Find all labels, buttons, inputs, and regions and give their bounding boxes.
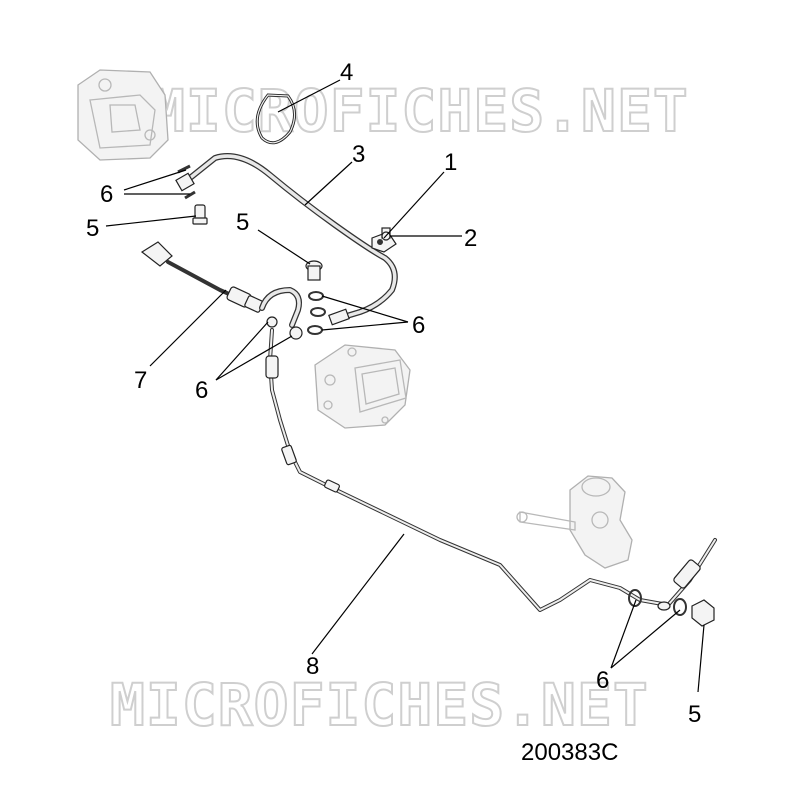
part-6-washers-c [628,589,687,616]
part-5-bolt-c [691,599,715,627]
callout-5-bottom: 5 [688,701,701,728]
callout-6-lower-left: 6 [195,377,208,404]
part-8-brake-line [265,328,717,612]
callout-5-middle: 5 [236,209,249,236]
callout-5-top-left: 5 [86,215,99,242]
callout-7: 7 [134,367,147,394]
part-6-washers-b [307,291,326,335]
callout-6-top: 6 [100,181,113,208]
part-mid-hose [259,287,303,340]
callout-1: 1 [444,149,457,176]
callout-2: 2 [464,225,477,252]
callout-4: 4 [340,59,353,86]
callout-3: 3 [352,141,365,168]
part-4-clamp [255,93,296,145]
part-7-sensor [140,241,264,313]
watermark-top: MICROFICHES.NET [150,77,689,145]
drawing-code: 200383C [521,739,618,766]
callout-8: 8 [306,653,319,680]
ghost-master-cylinder [516,475,633,569]
callout-6-bottom: 6 [596,667,609,694]
part-2-bolt [381,227,391,241]
ghost-abs-module [314,344,411,429]
watermark-bottom: MICROFICHES.NET [110,671,649,739]
part-3-upper-hose [175,153,398,326]
part-5-bolt-a [192,204,208,225]
leader-lines [105,79,705,693]
part-5-bolt-b [305,260,323,281]
part-6-washers-a [177,164,196,200]
ghost-caliper [77,69,169,161]
callout-6-middle: 6 [412,312,425,339]
